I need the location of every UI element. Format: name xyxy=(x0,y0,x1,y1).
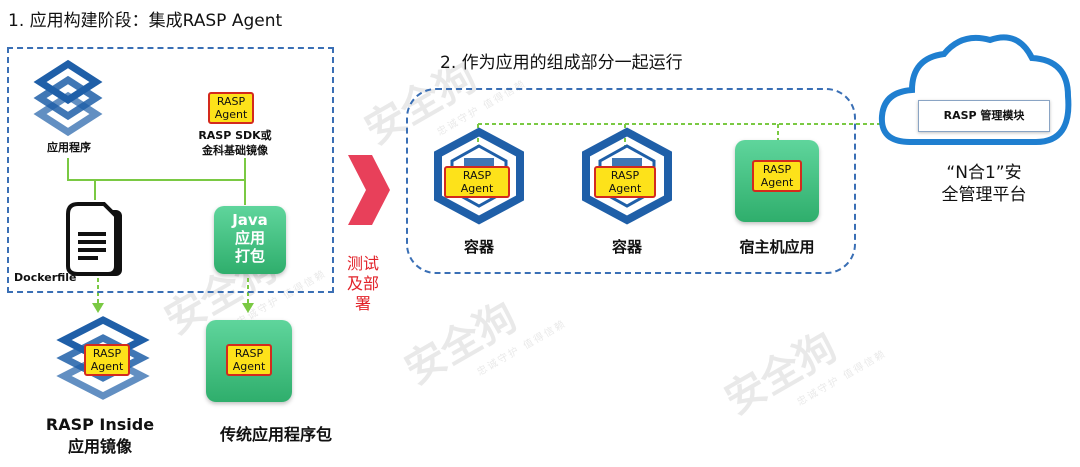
rasp-management-module: RASP 管理模块 xyxy=(918,100,1050,132)
container-2-label: 容器 xyxy=(611,238,642,256)
stage2-title: 2. 作为应用的组成部分一起运行 xyxy=(440,53,683,73)
traditional-label: 传统应用程序包 xyxy=(219,425,332,444)
sdk-label: RASP SDK或金科基础镜像 xyxy=(198,129,272,157)
cloud-icon xyxy=(878,34,1072,145)
host-app-label: 宿主机应用 xyxy=(739,238,815,256)
management-platform-label: “N合1”安全管理平台 xyxy=(941,163,1027,205)
stage2-box xyxy=(406,88,856,274)
layers-icon xyxy=(33,59,103,137)
stage1-box xyxy=(7,47,334,293)
deploy-arrow-label: 测试及部署 xyxy=(346,254,379,313)
dockerfile-label: Dockerfile xyxy=(14,271,77,284)
stage1-title: 1. 应用构建阶段：集成RASP Agent xyxy=(8,11,283,31)
app-label: 应用程序 xyxy=(47,141,91,154)
document-icon xyxy=(66,202,122,276)
container-1-label: 容器 xyxy=(463,238,494,256)
